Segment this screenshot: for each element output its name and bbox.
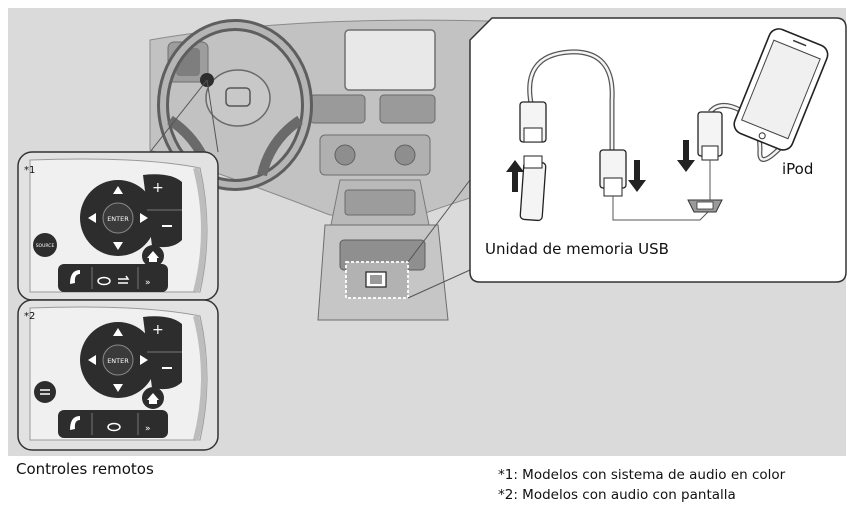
ipod-label: iPod: [782, 160, 814, 178]
inset-tag-model2: *2: [24, 311, 36, 322]
ipod-device: [733, 28, 829, 151]
svg-text:»: »: [145, 424, 151, 434]
svg-text:+: +: [152, 322, 164, 338]
svg-text:»: »: [145, 278, 151, 288]
usb-memory-label: Unidad de memoria USB: [485, 240, 669, 258]
footnote-1: *1: Modelos con sistema de audio en colo…: [498, 467, 786, 483]
dashboard-illustration: [149, 19, 531, 321]
svg-text:+: +: [152, 180, 164, 196]
enter-label-model1: ENTER: [107, 215, 129, 223]
usb-cable-left: [506, 49, 721, 222]
steering-inset-model2: + »: [17, 299, 219, 451]
ipod-cable: [677, 103, 782, 213]
enter-label-model2: ENTER: [107, 357, 129, 365]
steering-inset-model1: + »: [17, 151, 219, 301]
footnote-2: *2: Modelos con audio con pantalla: [498, 487, 736, 503]
inset-tag-model1: *1: [24, 165, 36, 176]
source-label: SOURCE: [36, 243, 55, 249]
remote-controls-label: Controles remotos: [16, 460, 154, 478]
